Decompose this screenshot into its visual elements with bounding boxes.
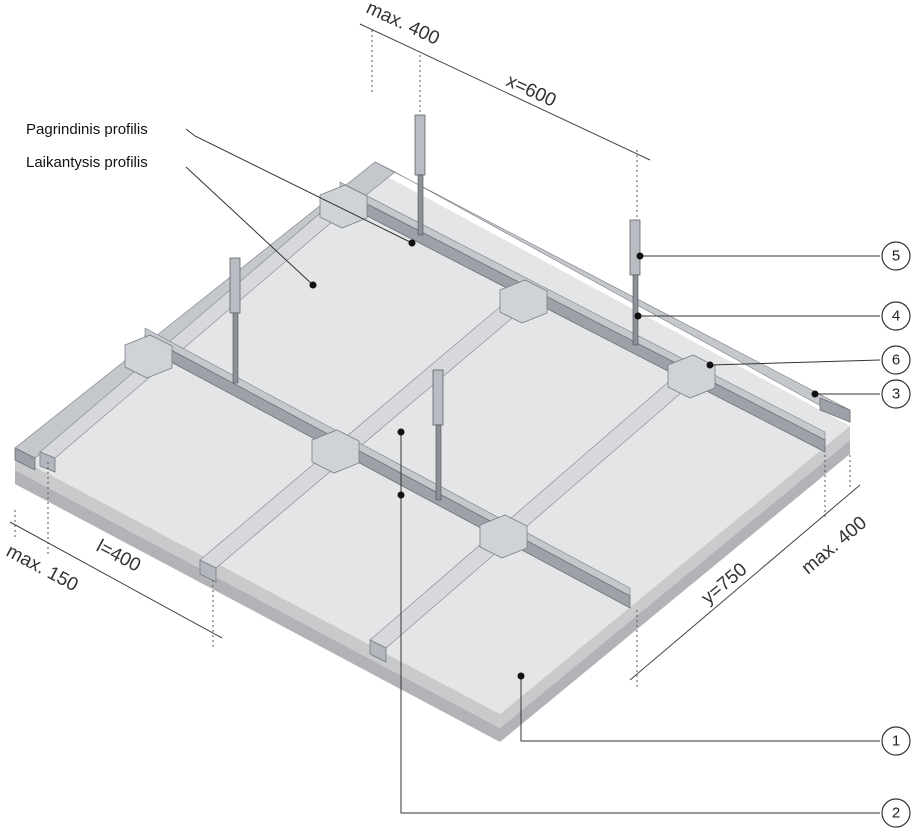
callout-3: 3: [811, 379, 911, 409]
callout-2-number: 2: [892, 805, 900, 822]
label-carrying-profile: Laikantysis profilis: [26, 154, 148, 171]
hanger-left: [229, 257, 241, 384]
hanger-center: [432, 369, 444, 501]
cross-connectors: [124, 184, 716, 559]
hanger-top: [414, 114, 426, 236]
callout-4-number: 4: [892, 308, 900, 325]
callout-4: 4: [634, 301, 911, 331]
dim-x-600: x=600: [503, 70, 559, 111]
callout-6-number: 6: [892, 352, 900, 369]
callout-5-number: 5: [892, 248, 900, 265]
carrying-profiles: [39, 191, 697, 663]
label-main-profile: Pagrindinis profilis: [26, 121, 148, 138]
label-leaders: [185, 128, 416, 289]
dim-max-400-top: max. 400: [363, 0, 443, 50]
callout-5: 5: [636, 241, 911, 271]
dim-max-400-right: max. 400: [798, 513, 871, 579]
callout-1: 1: [517, 672, 911, 756]
callout-3-number: 3: [892, 386, 900, 403]
dim-max-150: max. 150: [3, 541, 82, 596]
callout-1-number: 1: [892, 733, 900, 750]
dimension-lines: [9, 23, 861, 690]
callout-2: 2: [397, 428, 911, 828]
hangers: [229, 114, 641, 501]
callout-6: 6: [706, 345, 911, 375]
hanger-right: [629, 219, 641, 346]
